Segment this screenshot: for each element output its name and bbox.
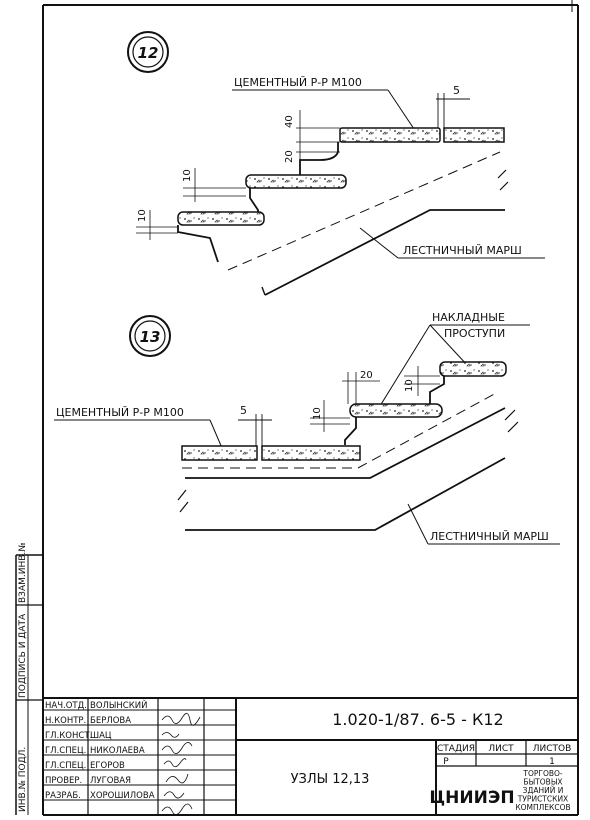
sheets-label: ЛИСТОВ (533, 744, 572, 754)
node-13-dim-10b: 10 (312, 407, 323, 420)
node-12: 12 ЦЕМЕНТНЫЙ Р-Р М100 5 40 20 10 10 (127, 31, 545, 296)
drawing-code: 1.020-1/87. 6-5 - К12 (332, 710, 503, 729)
sheet-label: ЛИСТ (488, 744, 514, 754)
signature-role: НАЧ.ОТД. (45, 701, 87, 711)
node-12-dim-10a: 10 (182, 169, 193, 182)
stage-value: Р (443, 757, 449, 767)
node-12-number: 12 (138, 44, 159, 62)
org-description-line: КОМПЛЕКСОВ (515, 803, 570, 812)
node-13-dim-10a: 10 (404, 379, 415, 392)
signature-name: ЛУГОВАЯ (90, 776, 131, 786)
node-13-flight-label: ЛЕСТНИЧНЫЙ МАРШ (430, 530, 549, 543)
node-13-overlay-label-2: ПРОСТУПИ (444, 327, 505, 340)
node-13-number: 13 (140, 328, 161, 346)
org-name: ЦНИИЭП (429, 788, 514, 808)
side-label-vzam-inv: ВЗАМ.ИНВ.№ (18, 542, 28, 603)
signature-role: ГЛ.СПЕЦ. (45, 761, 86, 771)
signature-name: БЕРЛОВА (90, 716, 131, 726)
node-12-marker (127, 31, 169, 73)
signature-role: ГЛ.СПЕЦ. (45, 746, 86, 756)
stage-label: СТАДИЯ (437, 744, 475, 754)
node-12-flight-label: ЛЕСТНИЧНЫЙ МАРШ (403, 244, 522, 257)
signature-role: Н.КОНТР. (45, 716, 86, 726)
node-12-dim-10b: 10 (137, 209, 148, 222)
node-13-overlay-label-1: НАКЛАДНЫЕ (432, 311, 505, 324)
sheets-value: 1 (549, 757, 555, 767)
title-block (43, 697, 578, 815)
org-description-line: ТОРГОВО- (522, 769, 563, 778)
signature-role: ГЛ.КОНСТ. (45, 731, 92, 741)
org-description-line: БЫТОВЫХ (523, 778, 562, 787)
node-12-gap-dim: 5 (453, 84, 460, 97)
node-12-mortar-label: ЦЕМЕНТНЫЙ Р-Р М100 (234, 76, 362, 89)
node-13-mortar-label: ЦЕМЕНТНЫЙ Р-Р М100 (56, 406, 184, 419)
node-13-gap-dim: 5 (240, 404, 247, 417)
node-12-dim-40: 40 (284, 115, 295, 128)
org-description-line: ЗДАНИЙ И (523, 786, 564, 795)
signature-role: РАЗРАБ. (45, 791, 81, 801)
side-label-inv-podl: ИНВ.№ ПОДЛ. (18, 747, 28, 812)
node-13-marker (129, 315, 171, 357)
signature-name: ШАЦ (90, 731, 112, 741)
sheet-frame (15, 0, 579, 816)
drawing-title: УЗЛЫ 12,13 (291, 772, 370, 787)
side-label-podpis-data: ПОДПИСЬ И ДАТА (18, 613, 28, 698)
signature-name: ХОРОШИЛОВА (90, 791, 155, 801)
node-12-dim-20: 20 (284, 150, 295, 163)
signature-scribbles (161, 713, 201, 815)
signature-table (43, 709, 236, 801)
signature-name: ВОЛЫНСКИЙ (90, 699, 148, 711)
node-13-dim-20: 20 (360, 370, 373, 381)
signature-rows: НАЧ.ОТД.ВОЛЫНСКИЙ Н.КОНТР. БЕРЛОВА ГЛ.КОНСТ… (45, 699, 155, 801)
signature-name: НИКОЛАЕВА (90, 746, 145, 756)
signature-role: ПРОВЕР. (45, 776, 82, 786)
signature-name: ЕГОРОВ (90, 761, 125, 771)
org-description-line: ТУРИСТСКИХ (517, 795, 568, 804)
node-13: 13 НАКЛАДНЫЕ ПРОСТУПИ 10 20 10 ЦЕМЕНТНЫЙ… (54, 311, 560, 545)
